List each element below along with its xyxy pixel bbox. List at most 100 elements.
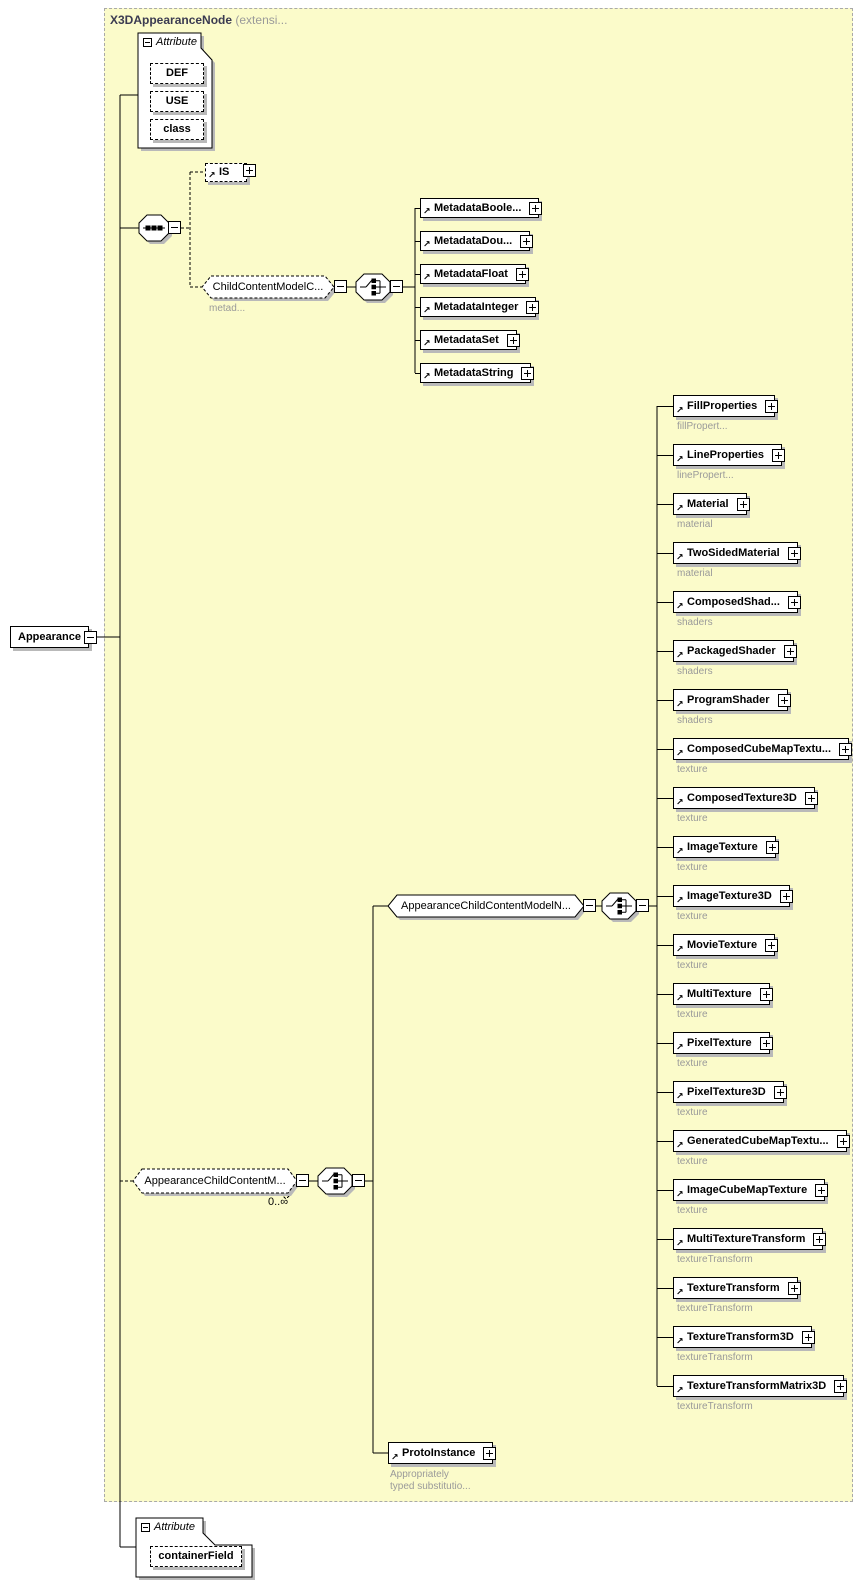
expand-plus-icon[interactable] xyxy=(765,399,779,413)
expand-plus-icon[interactable] xyxy=(521,366,535,380)
attribute-box[interactable]: DEF xyxy=(150,63,204,84)
sequence-collapse-icon[interactable] xyxy=(168,221,181,234)
appearancechildcontentmodel-group-shape[interactable] xyxy=(387,894,587,920)
expand-plus-icon[interactable] xyxy=(765,840,779,854)
expand-plus-icon[interactable] xyxy=(836,1134,850,1148)
element-type-label: fillPropert... xyxy=(677,421,728,432)
attribute-box[interactable]: class xyxy=(150,119,204,140)
element-box[interactable]: ↗ComposedCubeMapTextu... xyxy=(673,738,853,760)
choice-compositor-icon-metadata[interactable] xyxy=(355,273,393,303)
expand-plus-icon[interactable] xyxy=(773,1085,787,1099)
element-ref-arrow-icon: ↗ xyxy=(676,1141,684,1151)
element-box[interactable]: ↗Material xyxy=(673,493,750,515)
childcontentmodel-group-label[interactable]: ChildContentModelC... xyxy=(212,281,324,293)
element-box[interactable]: ↗PixelTexture3D xyxy=(673,1081,787,1103)
protoinstance-element[interactable]: ↗ ProtoInstance xyxy=(388,1442,497,1464)
appearancechildcontentmodel-group-label[interactable]: AppearanceChildContentModelN... xyxy=(401,900,571,912)
is-element[interactable]: ↗ IS xyxy=(205,163,257,182)
expand-plus-icon[interactable] xyxy=(765,938,779,952)
expand-plus-icon[interactable] xyxy=(526,300,540,314)
element-box[interactable]: ↗ComposedShad... xyxy=(673,591,801,613)
collapse-minus-icon[interactable] xyxy=(141,1522,150,1532)
element-box[interactable]: ↗ImageCubeMapTexture xyxy=(673,1179,829,1201)
appearancechildmodel-collapse-icon[interactable] xyxy=(583,899,596,912)
element-box[interactable]: ↗MovieTexture xyxy=(673,934,779,956)
choice-collapse-icon-metadata[interactable] xyxy=(390,280,403,293)
expand-plus-icon[interactable] xyxy=(777,693,791,707)
appearance-root-element[interactable]: Appearance xyxy=(10,626,97,648)
expand-plus-icon[interactable] xyxy=(801,1330,815,1344)
expand-plus-icon[interactable] xyxy=(520,234,534,248)
expand-plus-icon[interactable] xyxy=(515,267,529,281)
expand-plus-icon[interactable] xyxy=(783,644,797,658)
element-box[interactable]: ↗TextureTransform xyxy=(673,1277,801,1299)
element-box[interactable]: ↗MetadataSet xyxy=(420,330,520,350)
element-box[interactable]: ↗MetadataString xyxy=(420,363,535,383)
element-box[interactable]: ↗MultiTextureTransform xyxy=(673,1228,827,1250)
element-label: ComposedTexture3D xyxy=(687,792,797,804)
sequence-compositor-icon[interactable] xyxy=(138,214,172,244)
element-box[interactable]: ↗ProgramShader xyxy=(673,689,791,711)
element-box[interactable]: ↗PixelTexture xyxy=(673,1032,773,1054)
complextype-name: X3DAppearanceNode xyxy=(110,13,233,27)
expand-plus-icon[interactable] xyxy=(243,164,257,177)
choice-compositor-icon-children[interactable] xyxy=(601,892,639,922)
expand-plus-icon[interactable] xyxy=(736,497,750,511)
expand-plus-icon[interactable] xyxy=(839,742,853,756)
is-element-label: IS xyxy=(219,166,230,178)
childcontentmodel-collapse-icon[interactable] xyxy=(334,280,347,293)
appearancechild-group-label[interactable]: AppearanceChildContentM... xyxy=(144,1175,286,1187)
element-label: MetadataSet xyxy=(434,334,499,346)
expand-plus-icon[interactable] xyxy=(759,987,773,1001)
element-ref-arrow-icon: ↗ xyxy=(423,339,431,349)
appearancechildgroup-collapse-icon[interactable] xyxy=(296,1174,309,1187)
element-box[interactable]: ↗ImageTexture3D xyxy=(673,885,793,907)
element-box[interactable]: ↗MultiTexture xyxy=(673,983,773,1005)
element-ref-arrow-icon: ↗ xyxy=(676,1288,684,1298)
expand-plus-icon[interactable] xyxy=(772,448,786,462)
choice-compositor-icon-group[interactable] xyxy=(317,1167,355,1197)
element-label: MultiTextureTransform xyxy=(687,1233,806,1245)
attribute-box[interactable]: containerField xyxy=(150,1546,242,1567)
expand-plus-icon[interactable] xyxy=(779,889,793,903)
element-box[interactable]: ↗TwoSidedMaterial xyxy=(673,542,801,564)
element-type-label: material xyxy=(677,519,713,530)
collapse-minus-icon[interactable] xyxy=(84,630,97,644)
element-box[interactable]: ↗ImageTexture xyxy=(673,836,779,858)
collapse-minus-icon[interactable] xyxy=(143,37,152,47)
element-box[interactable]: ↗MetadataDou... xyxy=(420,231,534,251)
element-box[interactable]: ↗GeneratedCubeMapTextu... xyxy=(673,1130,850,1152)
element-label: Material xyxy=(687,498,729,510)
element-box[interactable]: ↗ComposedTexture3D xyxy=(673,787,818,809)
expand-plus-icon[interactable] xyxy=(506,333,520,347)
element-box[interactable]: ↗LineProperties xyxy=(673,444,786,466)
choice-collapse-icon-group[interactable] xyxy=(352,1174,365,1187)
element-box[interactable]: ↗MetadataBoole... xyxy=(420,198,543,218)
element-box[interactable]: ↗FillProperties xyxy=(673,395,779,417)
expand-plus-icon[interactable] xyxy=(483,1446,497,1460)
childcontentmodel-group-shape[interactable] xyxy=(201,275,337,301)
element-box[interactable]: ↗MetadataFloat xyxy=(420,264,529,284)
element-box[interactable]: ↗MetadataInteger xyxy=(420,297,540,317)
expand-plus-icon[interactable] xyxy=(834,1379,848,1393)
element-ref-arrow-icon: ↗ xyxy=(676,406,684,416)
element-box[interactable]: ↗PackagedShader xyxy=(673,640,797,662)
attribute-box[interactable]: USE xyxy=(150,91,204,112)
element-label: ImageTexture xyxy=(687,841,758,853)
expand-plus-icon[interactable] xyxy=(804,791,818,805)
expand-plus-icon[interactable] xyxy=(813,1232,827,1246)
element-label: MetadataString xyxy=(434,367,514,379)
element-label: ProgramShader xyxy=(687,694,770,706)
element-box[interactable]: ↗TextureTransform3D xyxy=(673,1326,815,1348)
expand-plus-icon[interactable] xyxy=(759,1036,773,1050)
expand-plus-icon[interactable] xyxy=(787,595,801,609)
element-label: PixelTexture xyxy=(687,1037,752,1049)
expand-plus-icon[interactable] xyxy=(787,1281,801,1295)
expand-plus-icon[interactable] xyxy=(529,201,543,215)
choice-collapse-icon-children[interactable] xyxy=(636,899,649,912)
expand-plus-icon[interactable] xyxy=(787,546,801,560)
expand-plus-icon[interactable] xyxy=(815,1183,829,1197)
appearancechild-group-shape[interactable] xyxy=(132,1168,300,1196)
content-element-row: ↗MultiTextureTransform textureTransform xyxy=(657,1228,849,1277)
element-box[interactable]: ↗TextureTransformMatrix3D xyxy=(673,1375,848,1397)
